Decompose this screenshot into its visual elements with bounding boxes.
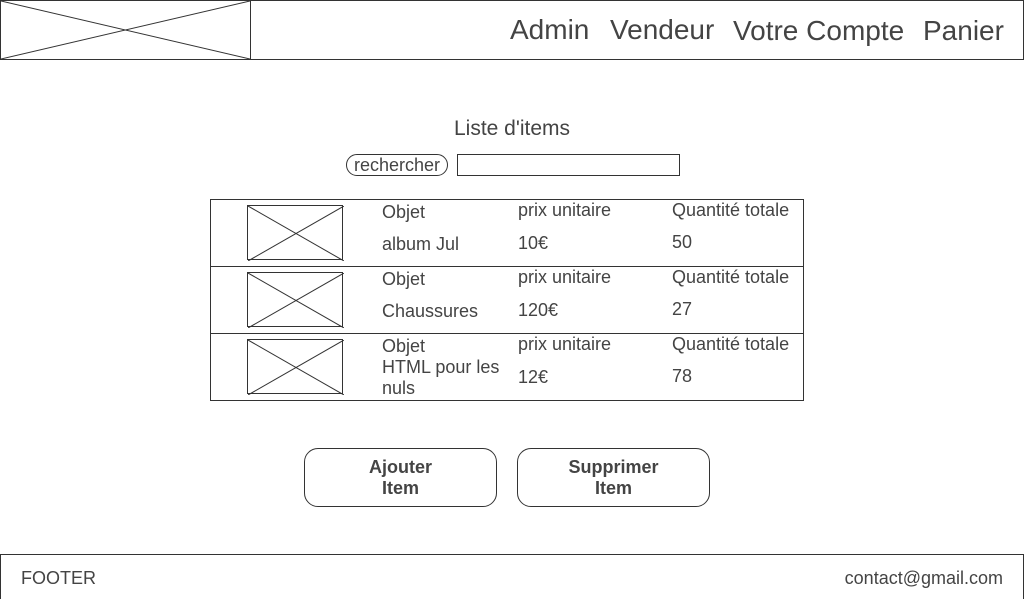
object-label: Objet: [382, 202, 426, 222]
image-placeholder-icon: [248, 206, 344, 261]
object-label: Objet: [382, 336, 426, 356]
footer-bar: FOOTER contact@gmail.com: [0, 554, 1024, 599]
page-title: Liste d'items: [453, 117, 571, 140]
item-quantity: 78: [672, 366, 693, 386]
image-placeholder-icon: [1, 1, 250, 59]
total-quantity-label: Quantité totale: [672, 200, 790, 220]
item-thumbnail: [247, 339, 344, 395]
delete-item-label: Supprimer Item: [568, 456, 659, 498]
contact-email-link[interactable]: contact@gmail.com: [844, 568, 1003, 588]
unit-price-label: prix unitaire: [518, 267, 612, 287]
object-label: Objet: [382, 269, 426, 289]
nav-panier[interactable]: Panier: [923, 15, 1004, 46]
item-thumbnail: [247, 272, 344, 328]
nav-vendeur[interactable]: Vendeur: [610, 14, 715, 45]
nav-votre-compte[interactable]: Votre Compte: [733, 15, 905, 46]
header-bar: Admin Vendeur Votre Compte Panier: [0, 0, 1024, 60]
item-thumbnail: [247, 205, 344, 261]
item-price: 10€: [518, 233, 549, 253]
nav-admin[interactable]: Admin: [510, 14, 590, 45]
list-item[interactable]: Objet HTML pour les nuls prix unitaire 1…: [211, 333, 803, 400]
item-quantity: 27: [672, 299, 693, 319]
unit-price-label: prix unitaire: [518, 200, 612, 220]
unit-price-label: prix unitaire: [518, 334, 612, 354]
search-input[interactable]: [457, 154, 680, 176]
item-name: Chaussures: [382, 301, 479, 321]
item-quantity: 50: [672, 232, 693, 252]
total-quantity-label: Quantité totale: [672, 334, 790, 354]
item-list: Objet album Jul prix unitaire 10€ Quanti…: [210, 199, 804, 401]
search-button[interactable]: rechercher: [346, 154, 448, 176]
item-price: 120€: [518, 300, 559, 320]
add-item-label: Ajouter Item: [369, 456, 432, 498]
delete-item-button[interactable]: Supprimer Item: [517, 448, 710, 507]
item-name: album Jul: [382, 234, 460, 254]
list-item[interactable]: Objet album Jul prix unitaire 10€ Quanti…: [211, 200, 803, 266]
item-name: HTML pour les nuls: [382, 357, 500, 398]
logo-placeholder[interactable]: [1, 1, 251, 59]
footer-label: FOOTER: [21, 568, 96, 588]
total-quantity-label: Quantité totale: [672, 267, 790, 287]
item-price: 12€: [518, 367, 549, 387]
image-placeholder-icon: [248, 340, 344, 395]
add-item-button[interactable]: Ajouter Item: [304, 448, 497, 507]
image-placeholder-icon: [248, 273, 344, 328]
list-item[interactable]: Objet Chaussures prix unitaire 120€ Quan…: [211, 266, 803, 333]
